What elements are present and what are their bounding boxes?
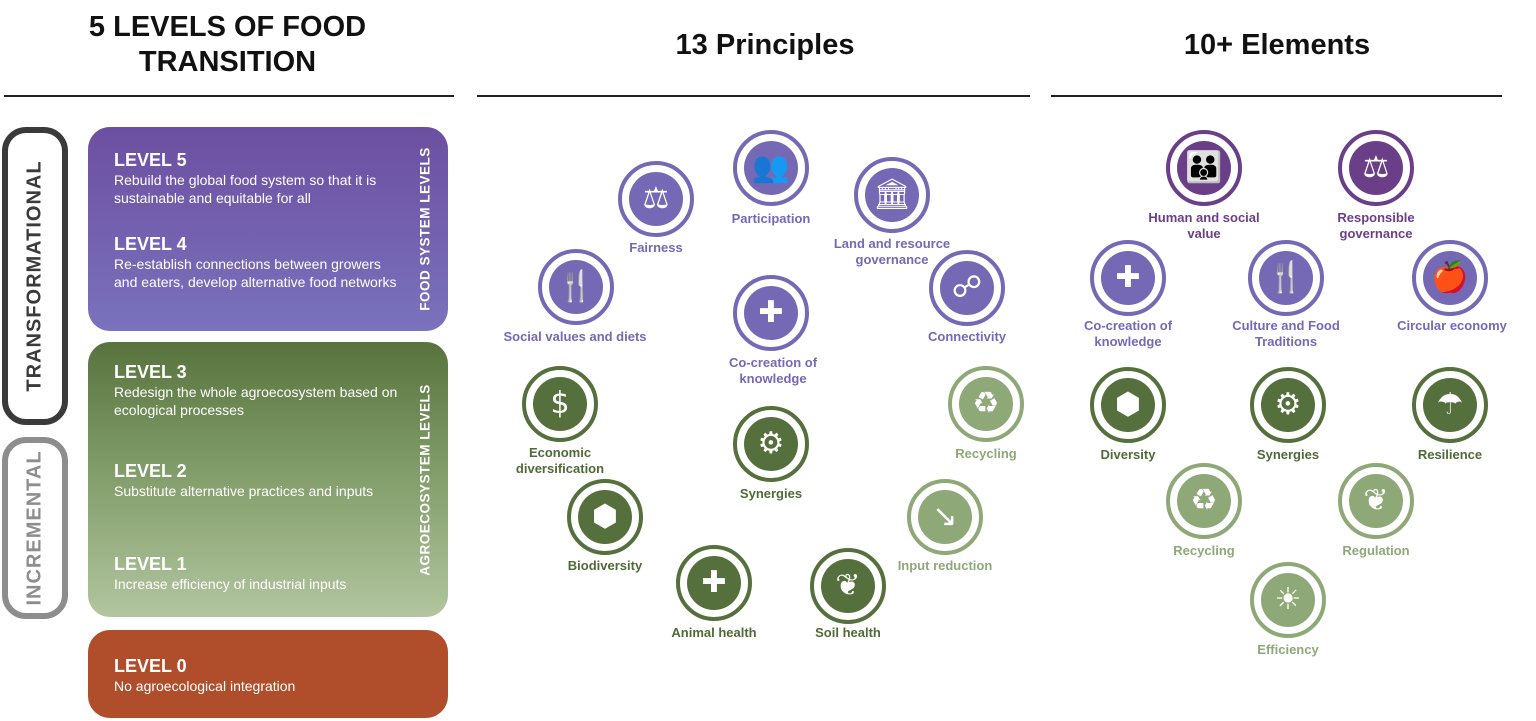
element-efficiency-label: Efficiency: [1257, 642, 1319, 657]
money-network-icon: $: [522, 366, 598, 442]
element-culture-traditions-label: Culture and Food Traditions: [1232, 318, 1340, 349]
leaves-cycle-icon: ♻: [1166, 463, 1242, 539]
hexagons-icon: ⬢: [567, 479, 643, 555]
principle-participation-label: Participation: [731, 211, 811, 226]
element-diversity-label: Diversity: [1100, 447, 1156, 462]
level-0: LEVEL 0 No agroecological integration: [114, 655, 404, 695]
level-3-description: Redesign the whole agroecosystem based o…: [114, 384, 398, 418]
cutlery-icon: 🍴: [1248, 240, 1324, 316]
gears-icon: ⚙: [733, 406, 809, 482]
incremental-bracket: INCREMENTAL: [2, 437, 68, 619]
level-4-title: LEVEL 4: [114, 234, 187, 254]
family-hand-icon: 👪: [1166, 130, 1242, 206]
level-1-title: LEVEL 1: [114, 554, 187, 574]
storm-plant-icon: ☂: [1412, 367, 1488, 443]
agroecosystem-levels-label: AGROECOSYSTEM LEVELS: [417, 384, 433, 576]
principles-header: 13 Principles: [675, 29, 855, 61]
leaves-cycle-icon: ♻: [948, 366, 1024, 442]
element-circular-economy-label: Circular economy: [1397, 318, 1507, 333]
seedling-hand-icon: ❦: [810, 548, 886, 624]
element-responsible-governance-label: Responsible governance: [1337, 210, 1415, 241]
cow-icon: ✚: [676, 545, 752, 621]
elements-divider: [1051, 95, 1502, 97]
element-recycling-label: Recycling: [1173, 543, 1235, 558]
elements-header: 10+ Elements: [1183, 29, 1371, 61]
level-1-description: Increase efficiency of industrial inputs: [114, 576, 347, 592]
food-system-levels-box: [88, 127, 448, 331]
input-bag-icon: ↘: [907, 479, 983, 555]
principle-social-values-label: Social values and diets: [503, 329, 647, 344]
people-group-icon: 👥: [733, 130, 809, 206]
element-resilience-label: Resilience: [1417, 447, 1483, 462]
agroecosystem-levels-box: [88, 342, 448, 617]
puzzle-icon: ✚: [733, 275, 809, 351]
institution-icon: 🏛: [854, 157, 930, 233]
principle-soil-health-label: Soil health: [815, 625, 881, 640]
transformational-label: TRANSFORMATIONAL: [23, 160, 46, 392]
principle-biodiversity-label: Biodiversity: [567, 558, 643, 573]
level-2-description: Substitute alternative practices and inp…: [114, 483, 374, 499]
level-4-description: Re-establish connections between growers…: [114, 256, 397, 290]
principle-fairness-label: Fairness: [629, 240, 683, 255]
principle-synergies-label: Synergies: [739, 486, 803, 501]
cutlery-icon: 🍴: [538, 249, 614, 325]
principle-animal-health-label: Animal health: [671, 625, 757, 640]
level-2: LEVEL 2 Substitute alternative practices…: [114, 460, 404, 500]
gears-icon: ⚙: [1250, 367, 1326, 443]
levels-header: 5 LEVELS OF FOOD TRANSITION: [88, 11, 367, 78]
level-2-title: LEVEL 2: [114, 461, 187, 481]
transformational-bracket: TRANSFORMATIONAL: [2, 127, 68, 425]
level-5: LEVEL 5 Rebuild the global food system s…: [114, 149, 404, 207]
scales-icon: ⚖: [1338, 130, 1414, 206]
element-regulation-label: Regulation: [1342, 543, 1410, 558]
apple-hands-icon: 🍎: [1412, 240, 1488, 316]
hexagons-icon: ⬢: [1090, 367, 1166, 443]
principles-divider: [477, 95, 1030, 97]
principle-land-governance-label: Land and resource governance: [833, 236, 951, 267]
principle-co-creation-label: Co-creation of knowledge: [728, 355, 818, 386]
level-0-description: No agroecological integration: [114, 678, 296, 694]
principle-recycling-label: Recycling: [955, 446, 1017, 461]
level-1: LEVEL 1 Increase efficiency of industria…: [114, 553, 404, 593]
level-5-description: Rebuild the global food system so that i…: [114, 172, 377, 206]
level-4: LEVEL 4 Re-establish connections between…: [114, 233, 404, 291]
puzzle-icon: ✚: [1090, 240, 1166, 316]
level-3: LEVEL 3 Redesign the whole agroecosystem…: [114, 361, 404, 419]
principle-economic-diversification-label: Economic diversification: [515, 445, 605, 476]
food-system-levels-label: FOOD SYSTEM LEVELS: [417, 147, 433, 311]
principle-connectivity-label: Connectivity: [927, 329, 1006, 344]
element-co-creation-label: Co-creation of knowledge: [1083, 318, 1173, 349]
scales-icon: ⚖: [618, 161, 694, 237]
level-3-title: LEVEL 3: [114, 362, 187, 382]
levels-divider: [4, 95, 454, 97]
incremental-label: INCREMENTAL: [23, 450, 46, 606]
sun-plants-icon: ☀: [1250, 562, 1326, 638]
level-0-title: LEVEL 0: [114, 656, 187, 676]
plant-roots-icon: ❦: [1338, 463, 1414, 539]
principle-input-reduction-label: Input reduction: [897, 558, 993, 573]
element-synergies-label: Synergies: [1256, 447, 1320, 462]
element-human-social-value-label: Human and social value: [1148, 210, 1260, 241]
level-5-title: LEVEL 5: [114, 150, 187, 170]
network-icon: ☍: [929, 250, 1005, 326]
level-0-box: [88, 630, 448, 718]
